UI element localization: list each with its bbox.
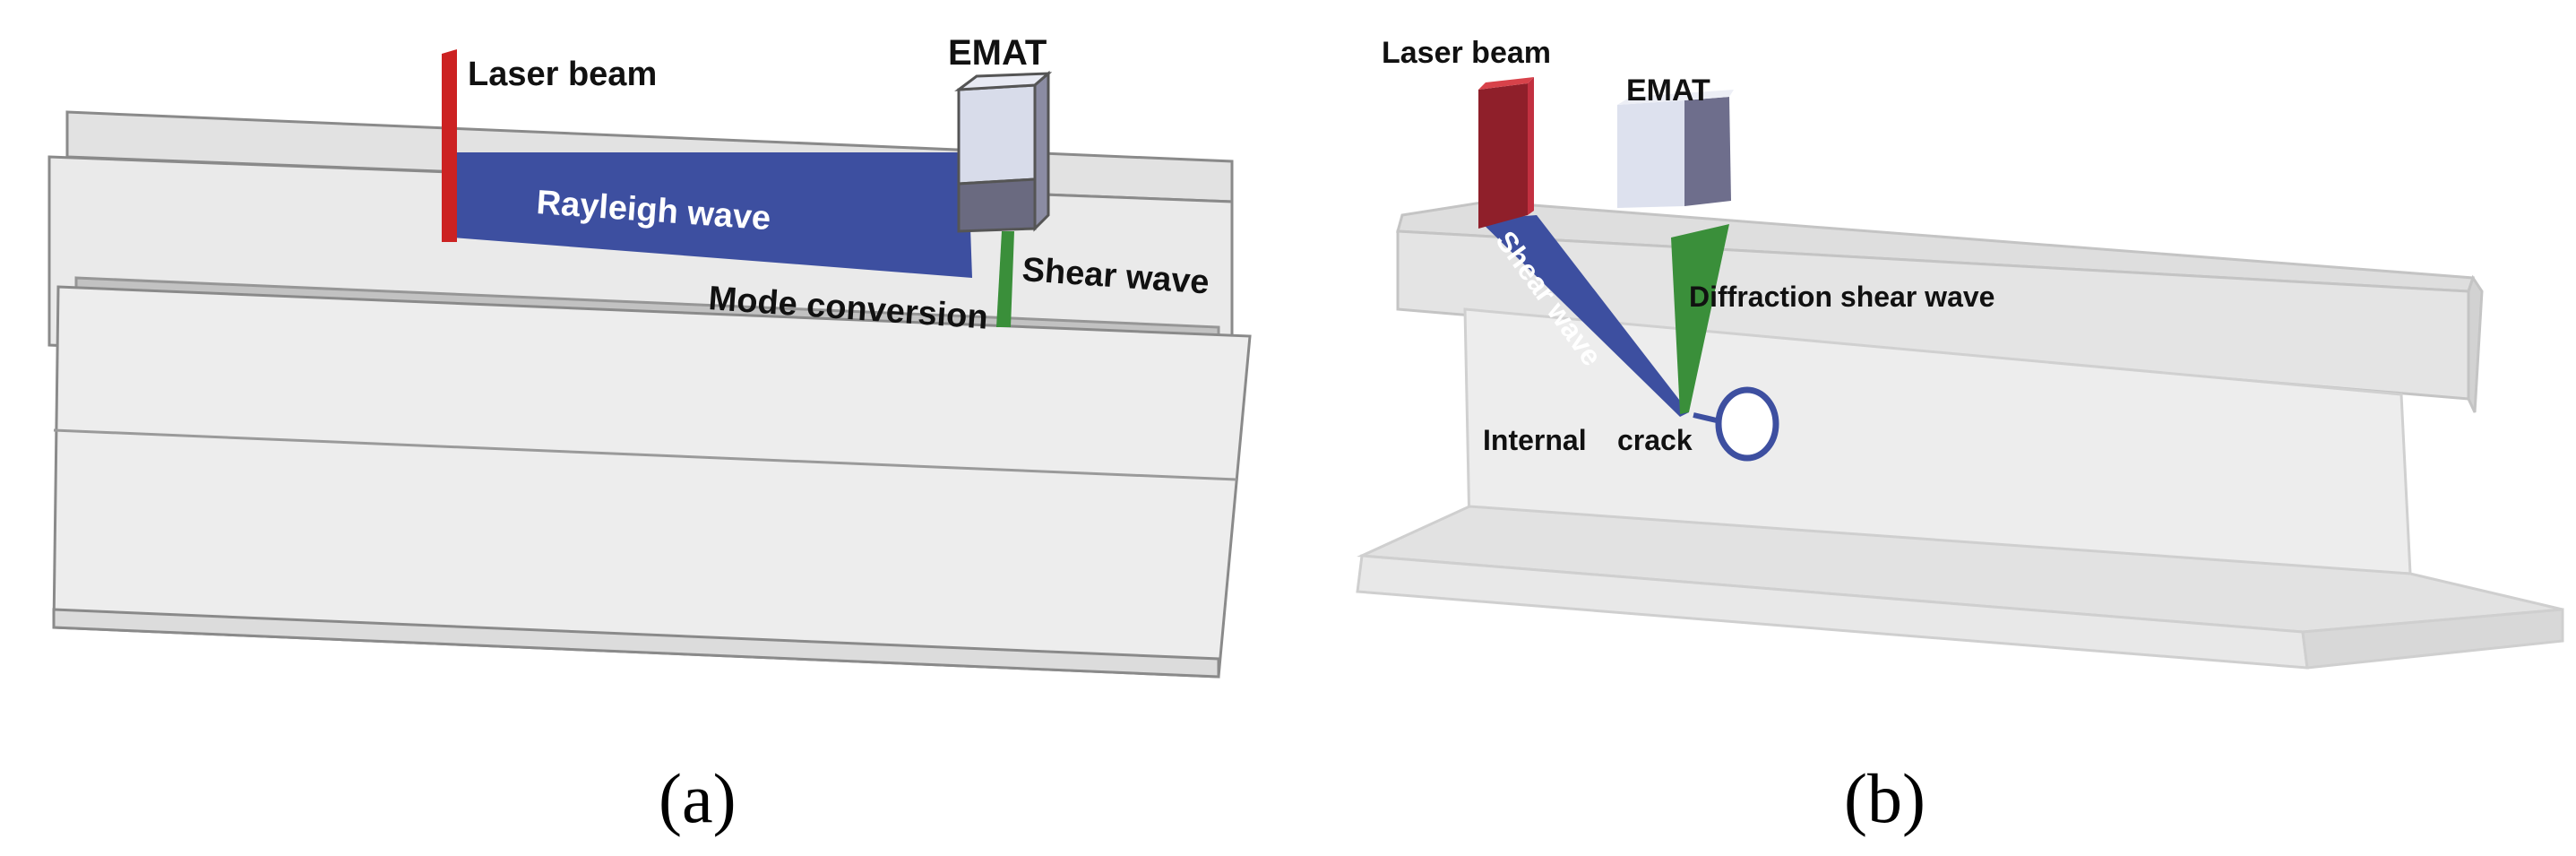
- emat-a: [954, 70, 1053, 233]
- emat-b: [1617, 90, 1734, 208]
- crack-connector: [1693, 412, 1721, 424]
- label-laser-beam-a: Laser beam: [468, 56, 657, 93]
- panel-b: Laser beam EMAT Shear wave Diffraction s…: [1356, 36, 2564, 837]
- label-diffraction-shear-wave: Diffraction shear wave: [1689, 281, 1994, 313]
- label-emat-b: EMAT: [1626, 73, 1710, 108]
- rail-b-foot-side: [2301, 608, 2564, 670]
- panel-a: Laser beam EMAT Rayleigh wave Shear wave…: [47, 33, 1252, 837]
- label-laser-beam-b: Laser beam: [1382, 36, 1551, 70]
- internal-crack: [1715, 386, 1779, 462]
- laser-beam-a: [442, 49, 457, 242]
- rayleigh-wave-band: [452, 152, 972, 278]
- caption-b: (b): [1844, 759, 1926, 837]
- diffraction-shear-wave: [1671, 224, 1729, 414]
- label-emat-a: EMAT: [948, 33, 1047, 73]
- caption-a: (a): [659, 759, 737, 837]
- rail-a-bottom-face: [52, 608, 1220, 679]
- rail-a-edge-line: [53, 428, 1237, 481]
- label-internal: Internal: [1483, 424, 1587, 456]
- label-crack: crack: [1617, 424, 1693, 456]
- rail-b-head-side: [2467, 274, 2484, 413]
- laser-beam-b: [1478, 77, 1534, 229]
- shear-wave-b: [1478, 215, 1689, 417]
- shear-wave-a: [996, 231, 1014, 327]
